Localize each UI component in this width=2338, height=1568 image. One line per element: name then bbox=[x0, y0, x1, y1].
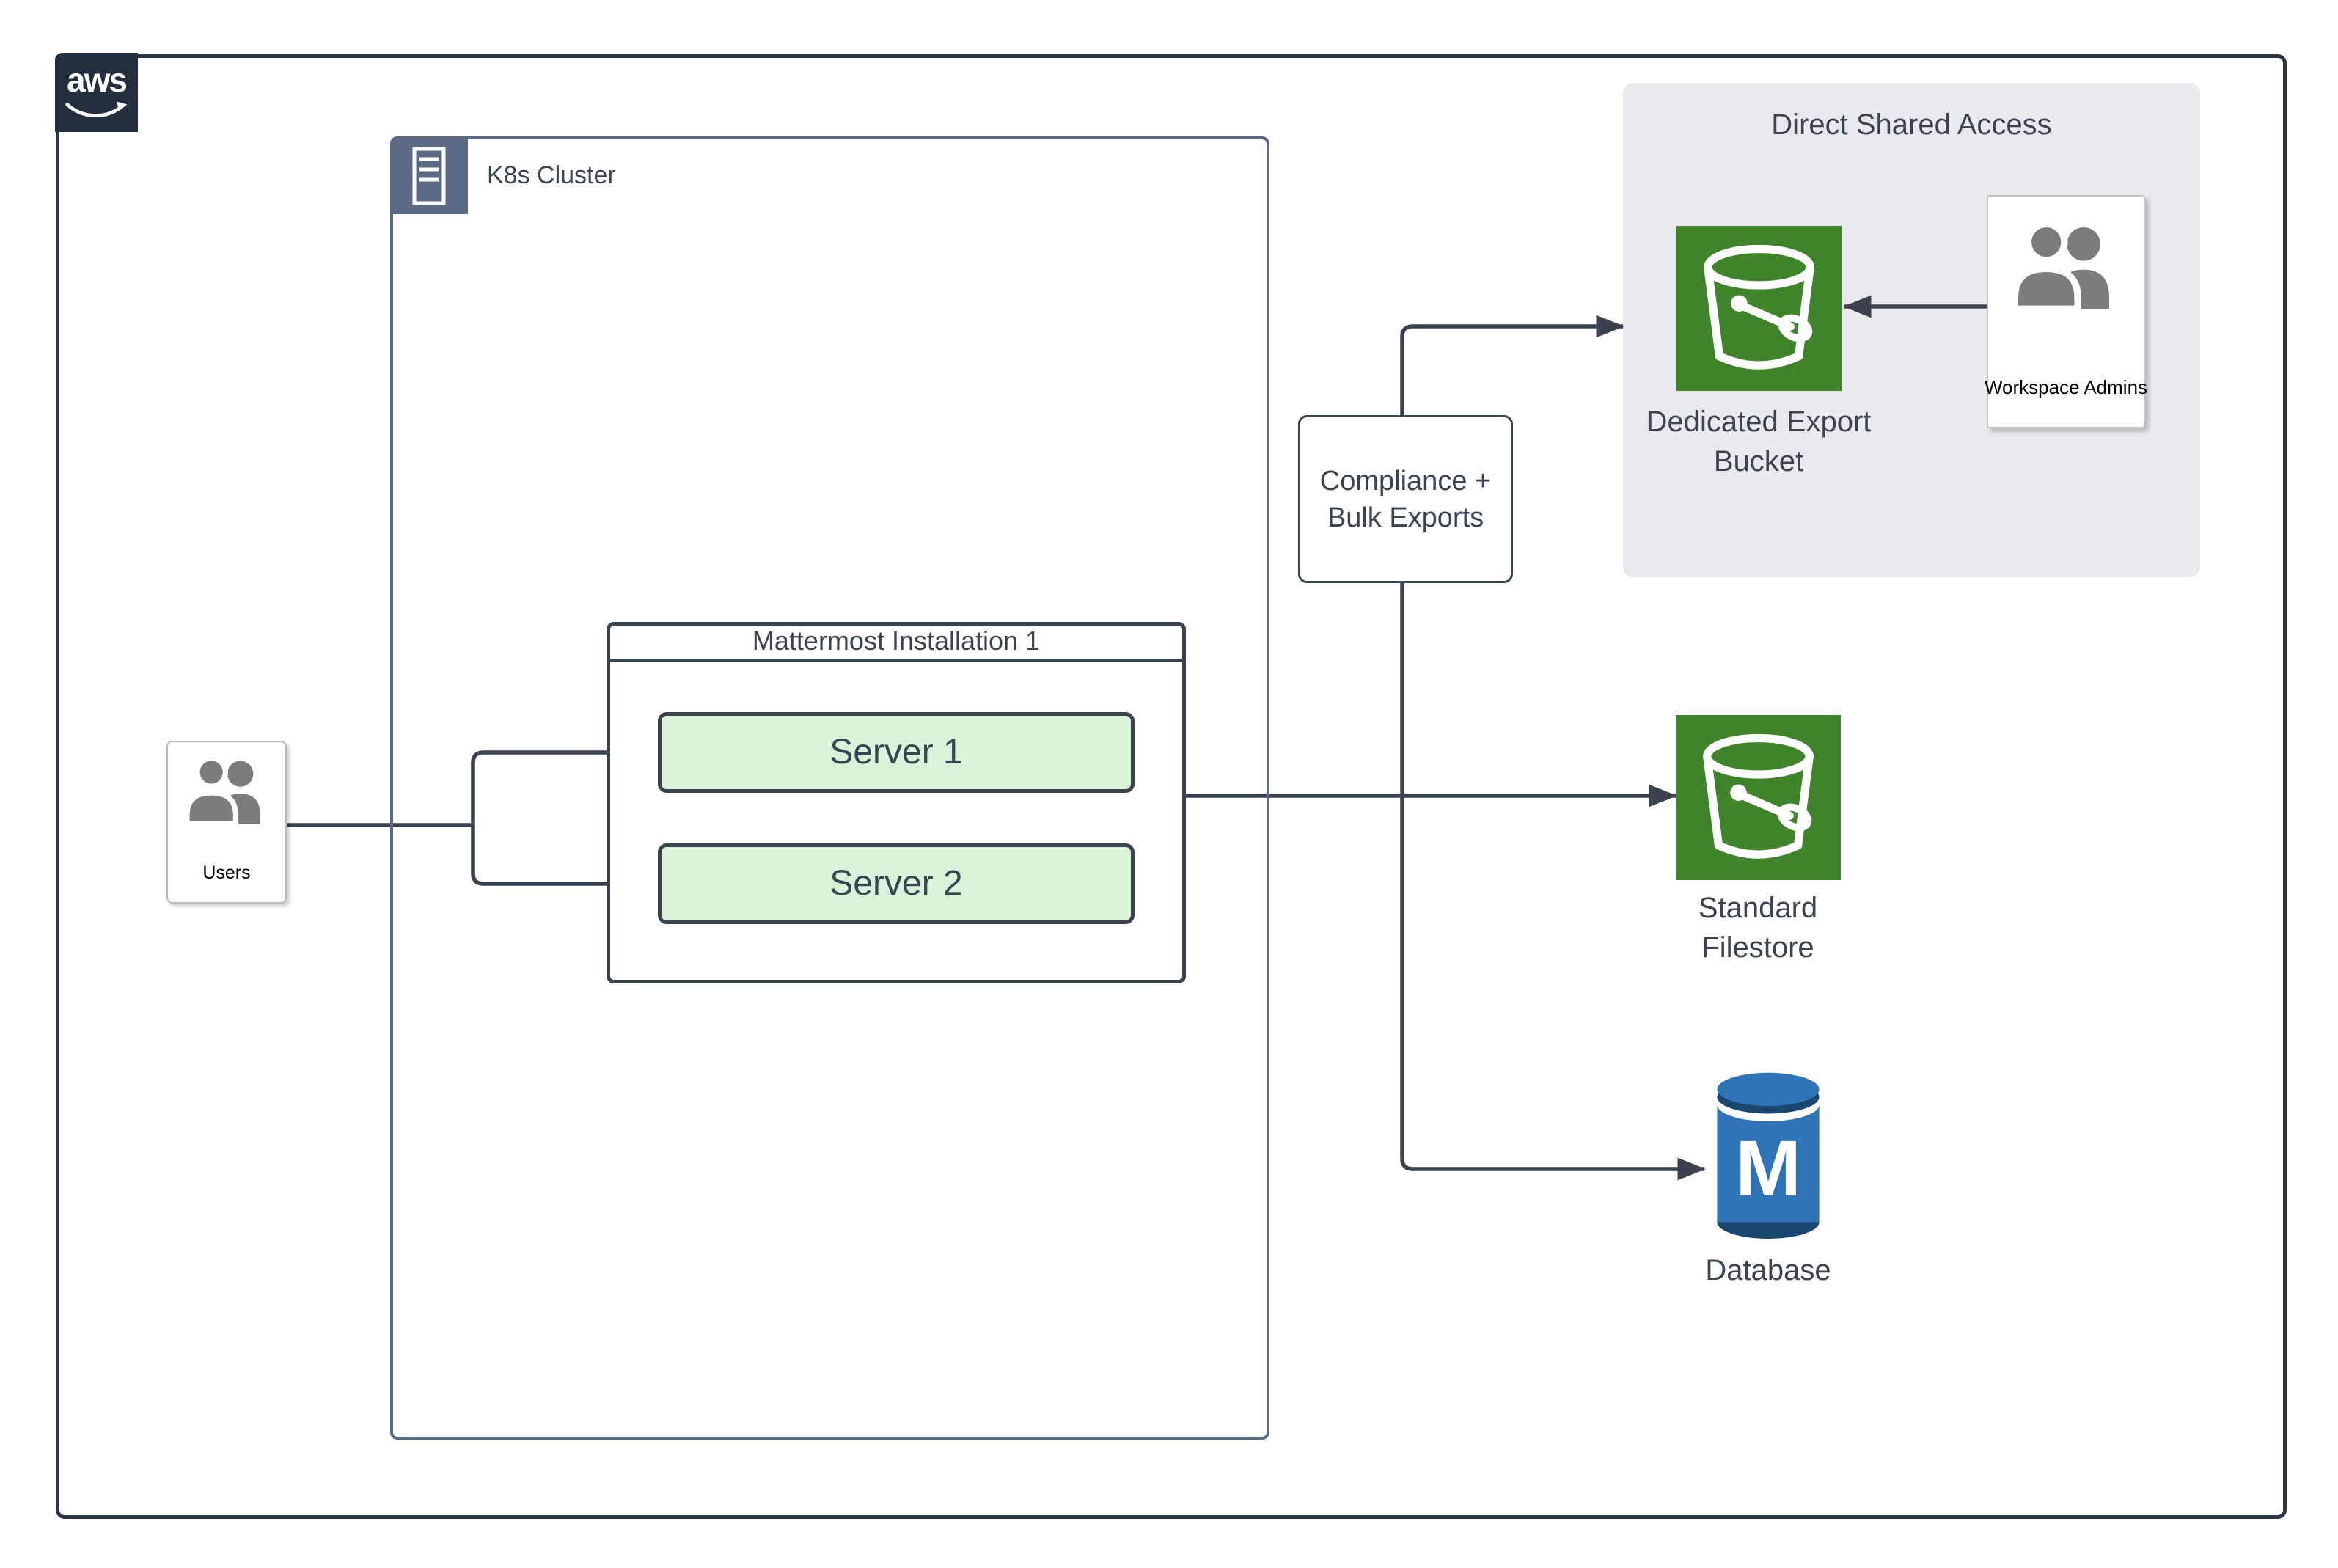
k8s-cluster-icon bbox=[390, 136, 468, 214]
dedicated-export-bucket-label: Dedicated Export Bucket bbox=[1590, 402, 1927, 481]
compliance-label-line1: Compliance + bbox=[1319, 465, 1492, 497]
compliance-bulk-exports-node: Compliance + Bulk Exports bbox=[1298, 415, 1513, 583]
standard-filestore-label-line2: Filestore bbox=[1701, 931, 1814, 964]
aws-cloud-boundary bbox=[56, 54, 2287, 1519]
workspace-admins-label: Workspace Admins bbox=[1984, 376, 2148, 398]
database-cylinder-icon: M bbox=[1704, 1070, 1832, 1240]
k8s-cluster-boundary bbox=[390, 136, 1269, 1440]
edge-users-to-server2 bbox=[471, 825, 659, 895]
standard-filestore-label: Standard Filestore bbox=[1589, 888, 1927, 967]
s3-bucket-icon bbox=[1703, 733, 1814, 859]
edge-users-to-server1 bbox=[471, 741, 659, 825]
database-label: Database bbox=[1705, 1254, 1831, 1286]
s3-bucket-icon bbox=[1704, 244, 1814, 370]
standard-filestore-label-line1: Standard bbox=[1698, 892, 1818, 924]
aws-logo-text: aws bbox=[67, 61, 128, 99]
direct-shared-access-title: Direct Shared Access bbox=[1771, 109, 2052, 141]
mattermost-installation-title: Mattermost Installation 1 bbox=[607, 622, 1186, 662]
database-monogram: M bbox=[1735, 1124, 1801, 1212]
server-1-node: Server 1 bbox=[658, 712, 1135, 793]
users-label: Users bbox=[202, 862, 251, 883]
dedicated-export-bucket-icon bbox=[1676, 226, 1842, 391]
aws-logo: aws bbox=[55, 53, 138, 132]
dedicated-export-bucket-label-line1: Dedicated Export bbox=[1646, 406, 1872, 438]
server-rack-icon bbox=[412, 147, 446, 205]
users-people-icon bbox=[180, 754, 274, 830]
standard-filestore-icon bbox=[1676, 715, 1841, 880]
k8s-cluster-label: K8s Cluster bbox=[487, 161, 616, 189]
server-2-node: Server 2 bbox=[658, 843, 1135, 924]
mattermost-installation-box bbox=[607, 622, 1186, 983]
workspace-admins-people-icon bbox=[2005, 219, 2127, 317]
aws-smile-icon bbox=[65, 101, 127, 118]
compliance-label-line2: Bulk Exports bbox=[1327, 502, 1484, 533]
dedicated-export-bucket-label-line2: Bucket bbox=[1713, 445, 1804, 477]
edge-trunk-to-database bbox=[1400, 796, 1706, 1181]
edge-trunk-to-export-bucket bbox=[1400, 315, 1624, 796]
